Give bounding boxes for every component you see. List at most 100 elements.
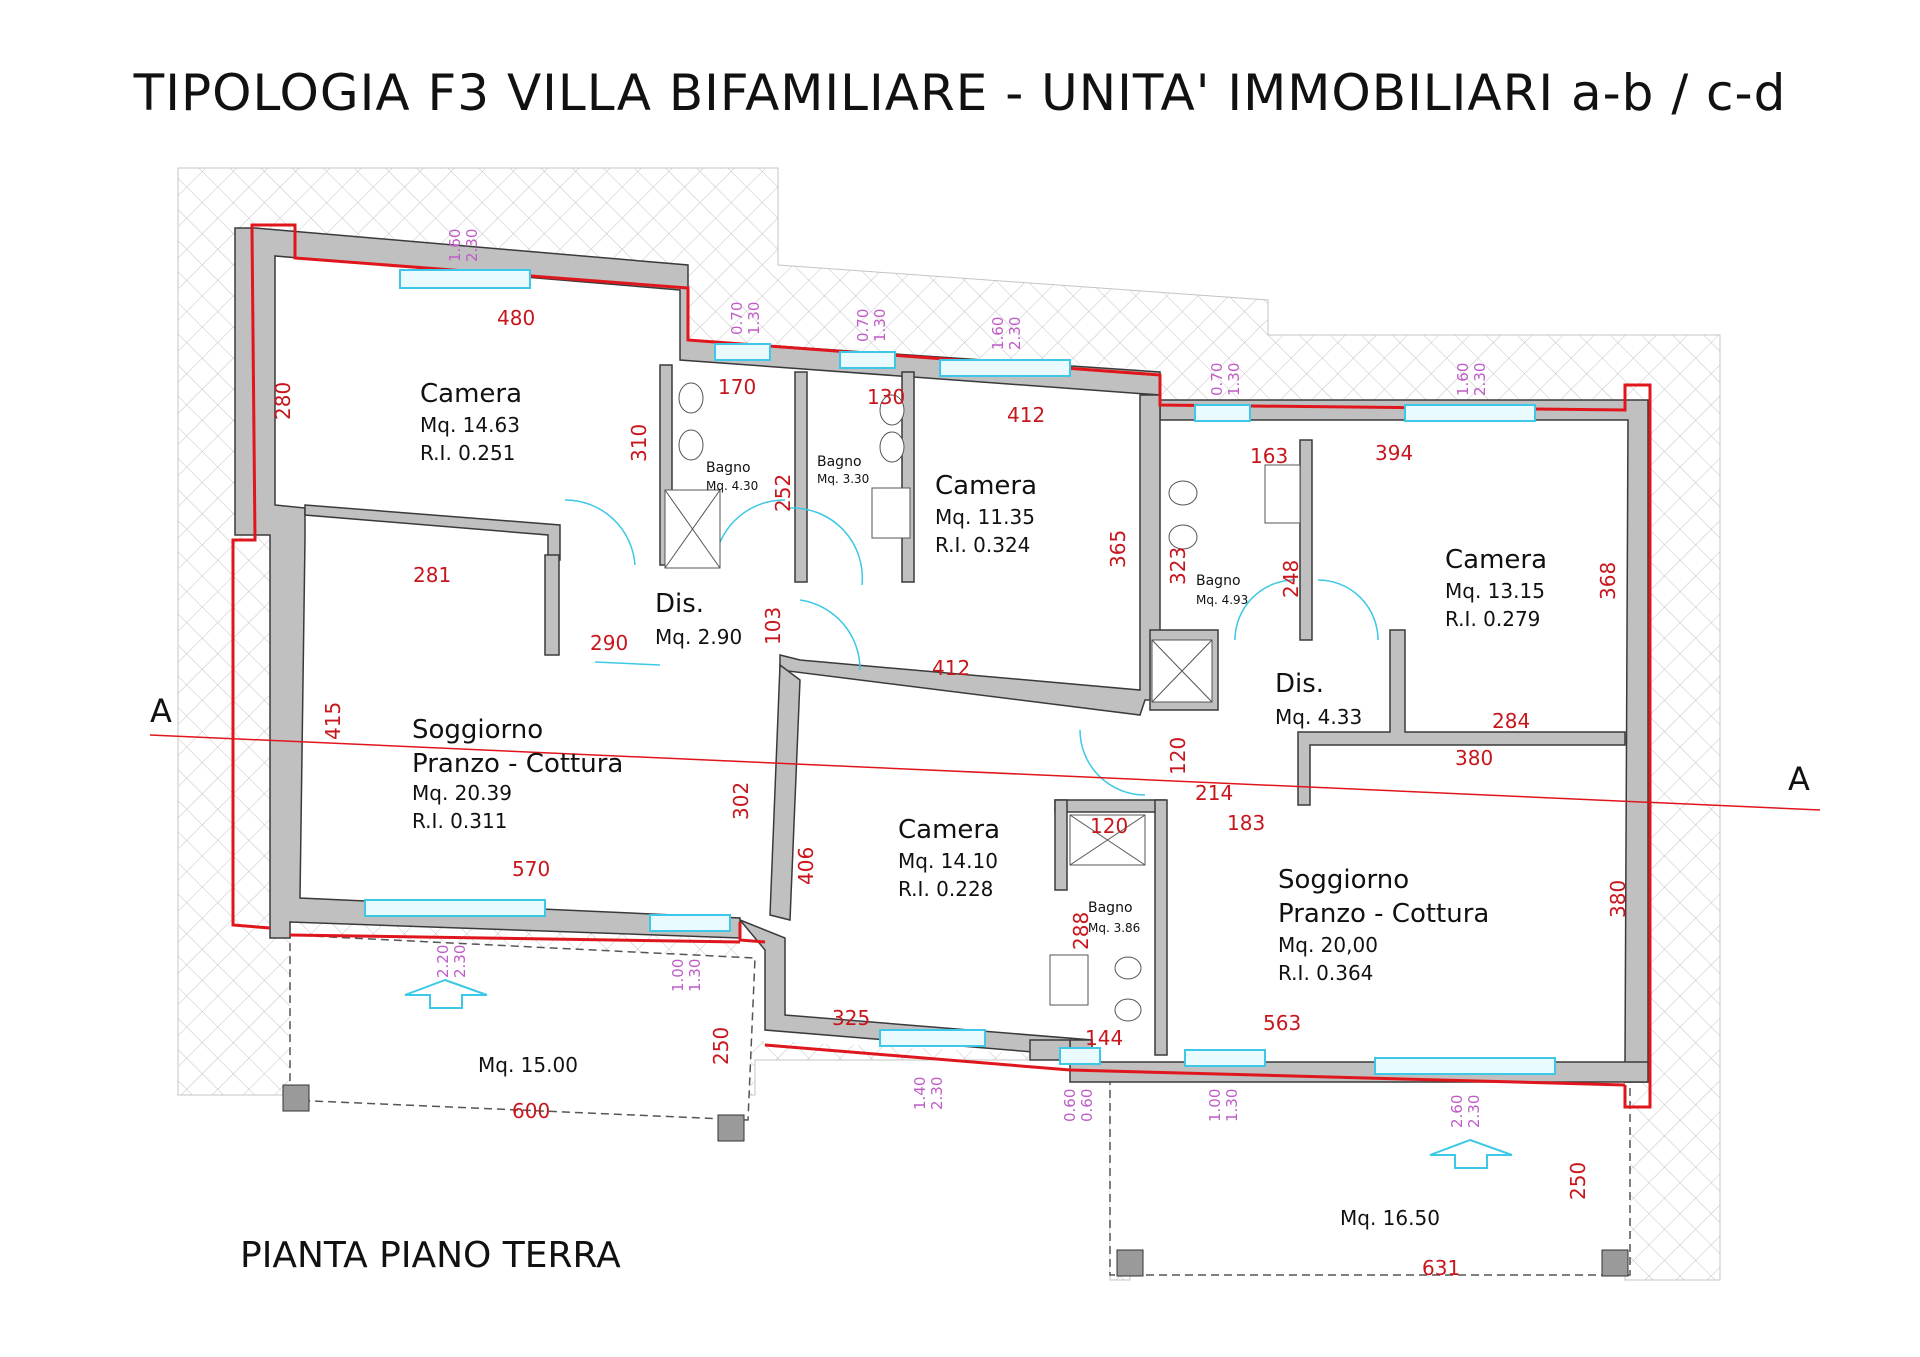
window-label: 1.60 [989,317,1007,350]
dimension-label: 284 [1492,709,1530,733]
room-name-2: Pranzo - Cottura [412,749,623,779]
window-label: 2.30 [451,945,469,978]
drawing-title: TIPOLOGIA F3 VILLA BIFAMILIARE - UNITA' … [133,64,1787,122]
room-name: Soggiorno [1278,865,1409,895]
windows [364,269,1556,1075]
dimension-label: 365 [1106,530,1130,568]
room-name: Bagno [1088,900,1133,916]
dimension-label: 183 [1227,811,1265,835]
room-name: Bagno [817,454,862,470]
dimension-label: 103 [761,607,785,645]
sanitary-fixtures [664,382,1301,1022]
room-name: Camera [935,471,1037,501]
porch-width: 600 [512,1099,550,1123]
room-area: Mq. 20.39 [412,781,512,805]
room-name: Camera [420,379,522,409]
dimension-label: 368 [1596,562,1620,600]
dimension-label: 120 [1090,814,1128,838]
porches [282,934,1631,1277]
section-line [149,734,1821,811]
room-labels: Camera Mq. 14.63 R.I. 0.251 Bagno Mq. 4.… [412,379,1547,1230]
room-area: Mq. 3.86 [1088,921,1140,935]
room-name: Camera [1445,545,1547,575]
dimension-label: 163 [1250,444,1288,468]
dimension-label: 394 [1375,441,1413,465]
dimension-label: 310 [627,424,651,462]
window-label: 1.00 [1206,1089,1224,1122]
dimension-label: 290 [590,631,628,655]
porch-arrows [404,978,1513,1169]
plan-subtitle: PIANTA PIANO TERRA [240,1235,621,1276]
room-area: Mq. 14.63 [420,413,520,437]
dimension-label: 380 [1455,746,1493,770]
dimension-label: 252 [771,474,795,512]
room-name: Bagno [706,460,751,476]
window-label: 1.30 [1223,1089,1241,1122]
room-name: Camera [898,815,1000,845]
room-name: Soggiorno [412,715,543,745]
window-label: 2.30 [463,229,481,262]
window-label: 1.30 [686,959,704,992]
window-label: 1.30 [745,302,763,335]
window-label: 2.30 [928,1077,946,1110]
room-name: Dis. [655,589,704,619]
room-area: Mq. 11.35 [935,505,1035,529]
room-area: Mq. 4.33 [1275,705,1362,729]
window-label: 0.70 [728,302,746,335]
window-label: 0.70 [854,309,872,342]
room-name: Dis. [1275,669,1324,699]
dimension-label: 412 [1007,403,1045,427]
dimension-label: 570 [512,857,550,881]
window-labels: 1.60 2.30 0.70 1.30 0.70 1.30 1.60 2.30 … [434,229,1489,1128]
room-area: Mq. 14.10 [898,849,998,873]
dimension-label: 325 [832,1006,870,1030]
dimension-label: 412 [932,656,970,680]
section-mark-right: A [1788,760,1810,798]
window-label: 2.60 [1448,1095,1466,1128]
room-area: Mq. 3.30 [817,472,869,486]
dimension-label: 120 [1166,737,1190,775]
dimension-label: 563 [1263,1011,1301,1035]
window-label: 2.30 [1465,1095,1483,1128]
window-label: 1.60 [1454,363,1472,396]
window-label: 1.00 [669,959,687,992]
dimension-label: 144 [1085,1026,1123,1050]
dimension-label: 248 [1279,560,1303,598]
room-ri: R.I. 0.228 [898,877,993,901]
dimension-label: 415 [321,702,345,740]
porch-left [289,934,756,1121]
porch-right [1109,1074,1631,1276]
dimension-label: 480 [497,306,535,330]
window-label: 1.30 [871,309,889,342]
section-mark-left: A [150,692,172,730]
porch-width: 631 [1422,1256,1460,1280]
room-ri: R.I. 0.324 [935,533,1030,557]
dimension-label: 380 [1606,880,1630,918]
window-label: 1.40 [911,1077,929,1110]
dimension-label: 280 [271,382,295,420]
porch-depth: 250 [1566,1162,1590,1200]
window-label: 2.30 [1006,317,1024,350]
red-contour [231,223,1652,1109]
window-label: 2.20 [434,945,452,978]
window-label: 0.70 [1208,363,1226,396]
room-area: Mq. 4.93 [1196,593,1248,607]
dimension-label: 214 [1195,781,1233,805]
room-ri: R.I. 0.251 [420,441,515,465]
porch-area: Mq. 15.00 [478,1053,578,1077]
dimension-label: 281 [413,563,451,587]
dimension-label: 170 [718,375,756,399]
window-label: 0.60 [1061,1089,1079,1122]
room-ri: R.I. 0.364 [1278,961,1373,985]
window-label: 1.30 [1225,363,1243,396]
room-ri: R.I. 0.311 [412,809,507,833]
porch-depth: 250 [709,1027,733,1065]
window-label: 1.60 [446,229,464,262]
window-label: 0.60 [1078,1089,1096,1122]
room-name-2: Pranzo - Cottura [1278,899,1489,929]
dimensions: 480 280 170 310 130 252 412 365 323 163 … [271,306,1630,1280]
room-area: Mq. 13.15 [1445,579,1545,603]
room-name: Bagno [1196,573,1241,589]
room-ri: R.I. 0.279 [1445,607,1540,631]
